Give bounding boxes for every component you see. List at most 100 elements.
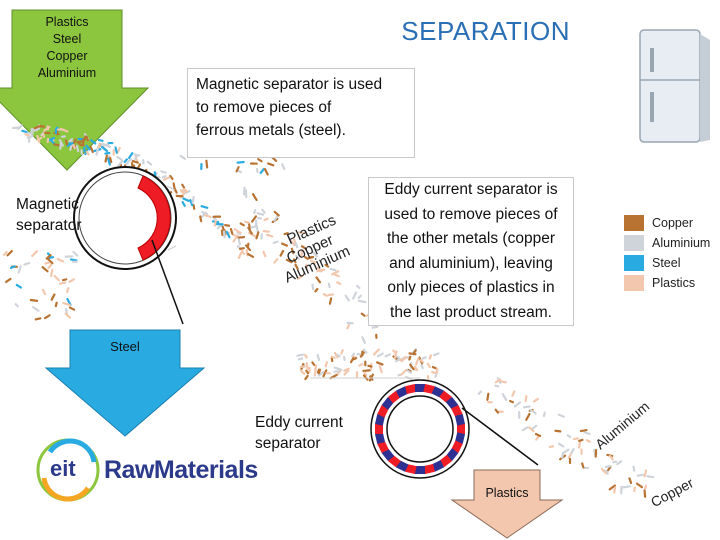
box-line: and aluminium), leaving bbox=[389, 254, 553, 272]
legend-item-plastics: Plastics bbox=[624, 274, 695, 292]
particle bbox=[75, 144, 80, 153]
particle bbox=[83, 146, 86, 153]
particle bbox=[26, 132, 34, 135]
particle bbox=[362, 369, 372, 373]
particle bbox=[329, 373, 338, 380]
particle bbox=[494, 378, 502, 384]
legend-swatch bbox=[624, 215, 644, 231]
particle bbox=[297, 357, 304, 361]
particle bbox=[294, 241, 299, 249]
particle bbox=[304, 374, 309, 381]
label-line: Eddy current bbox=[255, 414, 343, 431]
particle bbox=[66, 287, 70, 294]
particle bbox=[142, 159, 145, 165]
particle bbox=[355, 284, 361, 290]
particle bbox=[315, 276, 322, 284]
particle bbox=[400, 369, 407, 376]
particle bbox=[299, 369, 306, 375]
eddy-magnet bbox=[423, 463, 435, 474]
particle bbox=[224, 224, 231, 227]
particle bbox=[419, 359, 425, 364]
legend: Copper Aluminium Steel Plastics bbox=[624, 214, 720, 294]
particle bbox=[310, 259, 317, 264]
particle bbox=[262, 250, 267, 258]
steel-arrow-label: Steel bbox=[110, 339, 140, 354]
particle bbox=[27, 136, 31, 143]
particle bbox=[59, 142, 63, 150]
particle bbox=[304, 256, 309, 260]
particle bbox=[182, 197, 190, 202]
particle bbox=[477, 390, 482, 396]
particle bbox=[90, 139, 97, 145]
particle bbox=[61, 278, 68, 282]
particle bbox=[616, 460, 623, 466]
particle bbox=[54, 127, 58, 135]
particle bbox=[346, 323, 351, 330]
particle bbox=[392, 349, 398, 355]
particle bbox=[53, 143, 62, 147]
particle bbox=[522, 405, 531, 409]
particle bbox=[250, 225, 258, 229]
particle bbox=[580, 448, 583, 455]
particle bbox=[29, 298, 39, 302]
eddy-magnet bbox=[375, 424, 383, 434]
particle bbox=[333, 370, 340, 373]
particle bbox=[431, 365, 437, 370]
particle bbox=[31, 305, 40, 312]
particle bbox=[300, 245, 307, 250]
particle bbox=[548, 445, 555, 449]
particle bbox=[557, 413, 565, 418]
box-line: Magnetic separator is used bbox=[196, 76, 383, 93]
eddy-magnet bbox=[395, 386, 409, 398]
particle bbox=[85, 144, 91, 151]
page-title: SEPARATION bbox=[401, 16, 570, 46]
particle bbox=[362, 348, 368, 354]
particle bbox=[229, 227, 234, 235]
box-line: the last product stream. bbox=[390, 303, 552, 321]
particle bbox=[203, 214, 212, 218]
eddy-magnet bbox=[405, 463, 417, 474]
box-line: Eddy current separator is bbox=[384, 181, 558, 198]
particle bbox=[528, 426, 535, 433]
particle bbox=[117, 159, 124, 168]
particle bbox=[23, 261, 31, 266]
particle bbox=[41, 132, 46, 138]
particle bbox=[317, 371, 325, 377]
particle-stream-bottom bbox=[296, 347, 655, 498]
eddy-magnet bbox=[454, 414, 465, 426]
particle bbox=[9, 265, 16, 269]
particle bbox=[215, 222, 224, 226]
particle bbox=[2, 250, 8, 256]
particle bbox=[272, 240, 279, 244]
input-label: Steel bbox=[52, 32, 82, 46]
input-arrow-labels: Plastics Steel Copper Aluminium bbox=[12, 14, 122, 82]
particle bbox=[76, 140, 83, 144]
particle bbox=[68, 306, 76, 311]
particle bbox=[525, 412, 531, 421]
particle bbox=[572, 437, 579, 441]
particle bbox=[329, 267, 337, 272]
particle bbox=[72, 250, 79, 257]
particle bbox=[294, 263, 299, 270]
particle bbox=[352, 357, 358, 361]
legend-label: Aluminium bbox=[652, 236, 711, 250]
particle bbox=[643, 469, 648, 478]
particle bbox=[161, 175, 167, 179]
particle bbox=[633, 486, 636, 493]
particle bbox=[200, 211, 208, 219]
particle bbox=[259, 168, 265, 175]
particle bbox=[529, 408, 537, 415]
legend-swatch bbox=[624, 275, 644, 291]
particle bbox=[340, 349, 344, 355]
particle bbox=[54, 301, 58, 308]
particle bbox=[273, 258, 279, 264]
magnetic-drum bbox=[73, 166, 177, 270]
particle bbox=[134, 154, 138, 161]
particle bbox=[46, 137, 50, 144]
raw-materials-logo: RawMaterials bbox=[104, 456, 258, 484]
particle bbox=[273, 214, 279, 222]
particle bbox=[290, 240, 296, 247]
particle bbox=[643, 489, 647, 498]
particle bbox=[6, 249, 13, 257]
plastics-arrow-label: Plastics bbox=[485, 486, 529, 500]
